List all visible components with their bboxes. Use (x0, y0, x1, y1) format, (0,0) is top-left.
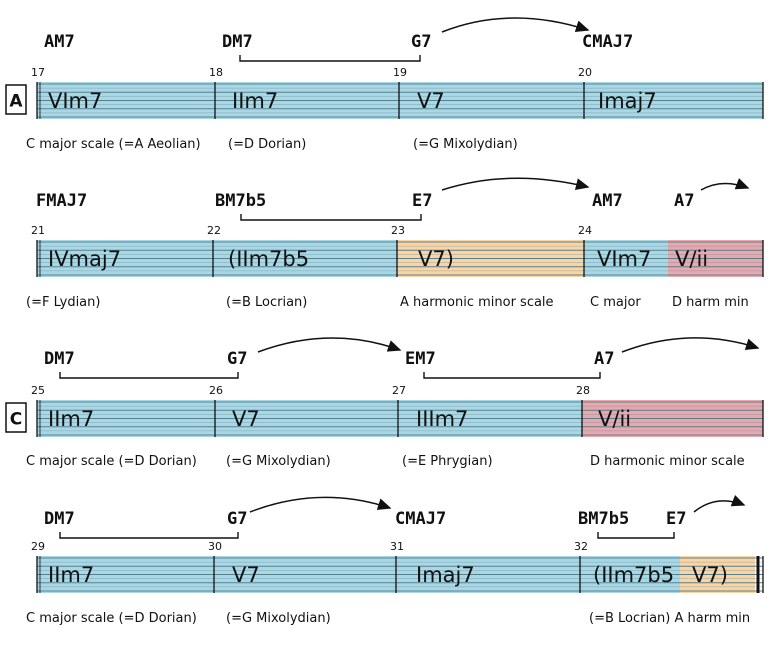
scale-note: (=G Mixolydian) (413, 137, 518, 152)
scale-note: (=B Locrian) (226, 295, 307, 310)
chord-symbol: FMAJ7 (36, 191, 87, 211)
scale-note: C major scale (=D Dorian) (26, 454, 197, 469)
chord-symbol: G7 (411, 32, 431, 52)
section-label: C (10, 410, 22, 430)
chord-symbol: BM7b5 (578, 509, 629, 529)
roman-numeral: VIm7 (48, 89, 102, 113)
chord-symbol: A7 (674, 191, 694, 211)
chord-symbol: AM7 (592, 191, 623, 211)
resolution-arrow-2-0 (257, 337, 402, 353)
chord-symbol: CMAJ7 (395, 509, 446, 529)
resolution-arrow-1-1 (700, 178, 750, 191)
resolution-arrow-0-0 (441, 17, 590, 33)
chord-symbol: E7 (666, 509, 686, 529)
scale-note: C major scale (=A Aeolian) (26, 137, 201, 152)
measure-number: 18 (209, 66, 223, 79)
measure-number: 26 (209, 384, 223, 397)
measure-number: 25 (31, 384, 45, 397)
roman-numeral: V7 (232, 563, 260, 587)
scale-note: (=G Mixolydian) (226, 454, 331, 469)
chord-symbol: BM7b5 (215, 191, 266, 211)
bracket-1-0 (240, 214, 422, 221)
scale-note: (=D Dorian) (228, 137, 306, 152)
roman-numeral: V7 (417, 89, 445, 113)
measure-number: 22 (207, 224, 221, 237)
roman-numeral: (IIm7b5 (228, 247, 309, 271)
chord-symbol: G7 (227, 349, 247, 369)
resolution-arrow-3-0 (249, 496, 392, 513)
bracket-2-1 (423, 372, 601, 379)
bracket-0-0 (239, 55, 421, 62)
roman-numeral: V7 (232, 407, 260, 431)
chord-symbol: CMAJ7 (582, 32, 633, 52)
scale-note: C major scale (=D Dorian) (26, 611, 197, 626)
roman-numeral: VIm7 (597, 247, 651, 271)
bracket-2-0 (59, 372, 239, 379)
measure-number: 31 (390, 540, 404, 553)
resolution-arrow-1-0 (441, 177, 590, 191)
roman-numeral: V7) (692, 563, 728, 587)
chord-symbol: A7 (594, 349, 614, 369)
measure-number: 28 (576, 384, 590, 397)
measure-number: 30 (208, 540, 222, 553)
chord-symbol: AM7 (44, 32, 75, 52)
roman-numeral: IIm7 (232, 89, 278, 113)
scale-note: (=F Lydian) (26, 295, 100, 310)
chord-symbol: E7 (412, 191, 432, 211)
roman-numeral: IVmaj7 (48, 247, 121, 271)
bracket-3-0 (59, 532, 239, 539)
roman-numeral: (IIm7b5 (593, 563, 674, 587)
measure-number: 20 (578, 66, 592, 79)
measure-number: 17 (31, 66, 45, 79)
roman-numeral: IIm7 (48, 407, 94, 431)
roman-numeral: Imaj7 (598, 89, 657, 113)
chord-symbol: DM7 (44, 349, 75, 369)
measure-number: 24 (578, 224, 592, 237)
measure-number: 27 (392, 384, 406, 397)
measure-number: 29 (31, 540, 45, 553)
roman-numeral: Imaj7 (416, 563, 475, 587)
roman-numeral: IIIm7 (416, 407, 468, 431)
roman-numeral: V7) (418, 247, 454, 271)
chord-symbol: G7 (227, 509, 247, 529)
chord-symbol: DM7 (44, 509, 75, 529)
measure-number: 21 (31, 224, 45, 237)
measure-number: 19 (393, 66, 407, 79)
roman-numeral: V/ii (675, 247, 708, 271)
measure-number: 32 (574, 540, 588, 553)
scale-note: D harm min (672, 295, 749, 310)
scale-note: (=E Phrygian) (402, 454, 493, 469)
chord-symbol: EM7 (405, 349, 436, 369)
scale-note: (=G Mixolydian) (226, 611, 331, 626)
scale-note: A harmonic minor scale (400, 295, 554, 310)
roman-numeral: V/ii (598, 407, 631, 431)
section-box-0 (5, 84, 27, 115)
bracket-3-1 (597, 532, 675, 539)
measure-number: 23 (391, 224, 405, 237)
section-box-2 (5, 402, 27, 433)
scale-note: C major (590, 295, 641, 310)
scale-note: (=B Locrian) A harm min (589, 611, 750, 626)
roman-numeral: IIm7 (48, 563, 94, 587)
scale-note: D harmonic minor scale (590, 454, 745, 469)
resolution-arrow-2-1 (621, 337, 760, 353)
chord-symbol: DM7 (222, 32, 253, 52)
resolution-arrow-3-1 (693, 495, 746, 513)
section-label: A (9, 92, 23, 112)
